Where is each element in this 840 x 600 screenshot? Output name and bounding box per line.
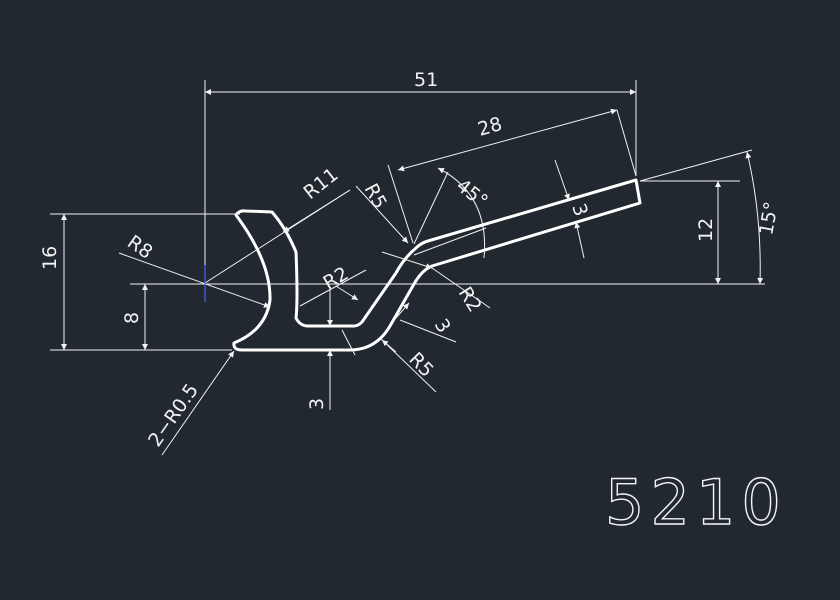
part-number: 5210 xyxy=(605,466,787,539)
dim-line-28 xyxy=(397,108,618,172)
dimension-lines xyxy=(61,89,764,410)
leader-r5-top xyxy=(355,185,409,244)
radius-text-r2-inner: R2 xyxy=(320,263,353,295)
dim-text-16: 16 xyxy=(39,246,61,270)
profile-outline xyxy=(232,178,642,352)
dim-arc-45deg xyxy=(437,167,486,259)
dim-text-bottom-thickness: 3 xyxy=(306,398,328,410)
radius-text-r5-top: R5 xyxy=(360,180,391,213)
leader-r5-bottom xyxy=(379,337,437,393)
dim-text-12: 12 xyxy=(695,218,717,242)
dim-text-51: 51 xyxy=(414,69,438,91)
radius-text-r2-outer: R2 xyxy=(454,283,486,316)
dim-text-15deg: 15° xyxy=(755,200,783,237)
radius-text-r8: R8 xyxy=(123,231,156,264)
leader-r8 xyxy=(118,252,271,308)
leader-r05 xyxy=(161,350,235,456)
dim-text-28: 28 xyxy=(475,113,504,141)
dim-text-8: 8 xyxy=(121,312,143,324)
radius-leaders xyxy=(118,185,491,456)
extension-lines xyxy=(50,80,765,410)
dim-line-slope-thickness xyxy=(399,319,457,343)
radius-text-r05: 2−R0.5 xyxy=(144,380,203,451)
radius-text-r11: R11 xyxy=(300,164,343,204)
leader-r2-inner xyxy=(299,269,367,307)
radius-text-r5-bottom: R5 xyxy=(404,348,437,381)
dim-line-arm-thickness xyxy=(554,159,570,201)
leader-r2-outer xyxy=(431,267,491,309)
dim-text-45deg: 45° xyxy=(452,175,492,213)
dim-text-arm-thickness: 3 xyxy=(567,201,592,219)
dim-arc-15deg xyxy=(745,151,764,285)
